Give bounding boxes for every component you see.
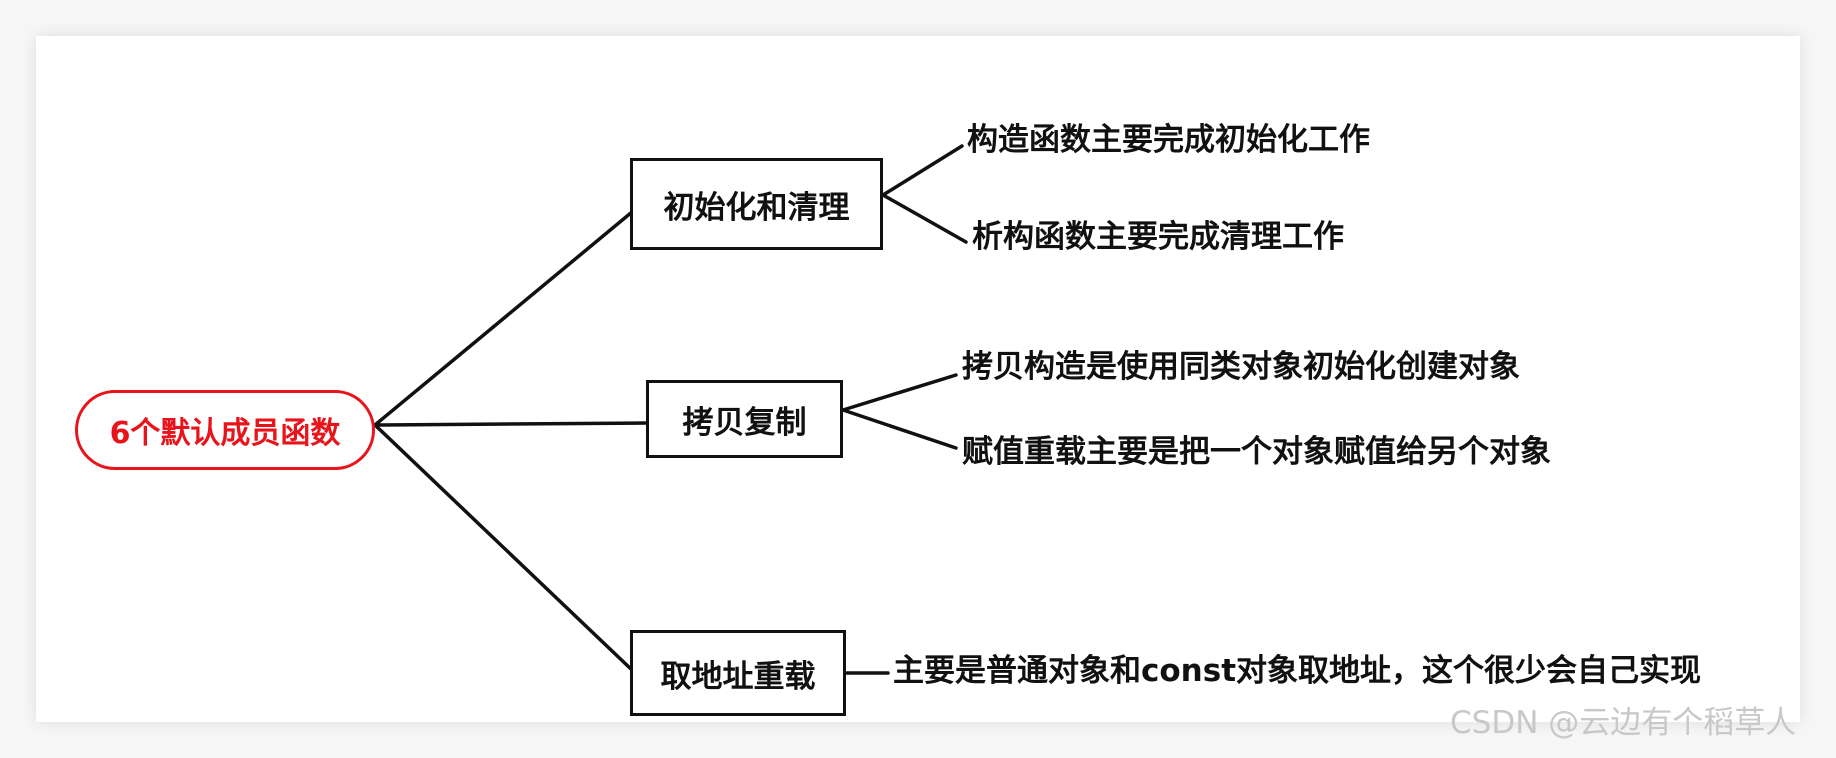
root-node: 6个默认成员函数 — [75, 390, 375, 470]
connector-copy-to-copyctor — [841, 373, 958, 412]
leaf-assignment-overload: 赋值重载主要是把一个对象赋值给另个对象 — [962, 434, 1551, 470]
root-label: 6个默认成员函数 — [109, 416, 341, 451]
leaf-constructor: 构造函数主要完成初始化工作 — [967, 122, 1370, 158]
branch-label-address: 取地址重载 — [660, 658, 816, 695]
leaf-copy-constructor: 拷贝构造是使用同类对象初始化创建对象 — [962, 349, 1520, 385]
branch-label-init-cleanup: 初始化和清理 — [663, 189, 850, 226]
branch-box-copy: 拷贝复制 — [646, 380, 843, 458]
leaf-address-overload: 主要是普通对象和const对象取地址，这个很少会自己实现 — [893, 653, 1702, 689]
branch-box-init-cleanup: 初始化和清理 — [630, 158, 883, 250]
diagram-canvas — [36, 36, 1800, 722]
leaf-destructor: 析构函数主要完成清理工作 — [972, 219, 1344, 255]
branch-box-address: 取地址重载 — [630, 630, 846, 716]
branch-label-copy: 拷贝复制 — [682, 404, 807, 441]
connector-init-to-dtor — [881, 193, 968, 244]
watermark: CSDN @云边有个稻草人 — [1450, 705, 1797, 741]
connector-root-to-init — [373, 210, 634, 427]
connector-root-to-addr — [373, 423, 634, 672]
connector-init-to-ctor — [881, 144, 964, 197]
connector-copy-to-assign — [841, 408, 958, 450]
connector-root-to-copy — [373, 421, 650, 427]
